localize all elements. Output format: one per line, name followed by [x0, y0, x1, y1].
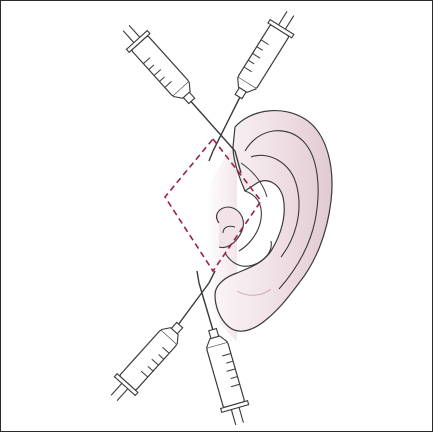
syringe-icon: [115, 18, 203, 111]
syringe-icon: [226, 5, 303, 105]
syringe-icon: [198, 325, 254, 429]
ear-icon: [214, 109, 333, 332]
needle-icon: [174, 90, 244, 338]
diamond-dashed-path: [164, 137, 262, 273]
syringe-icon: [103, 315, 191, 408]
